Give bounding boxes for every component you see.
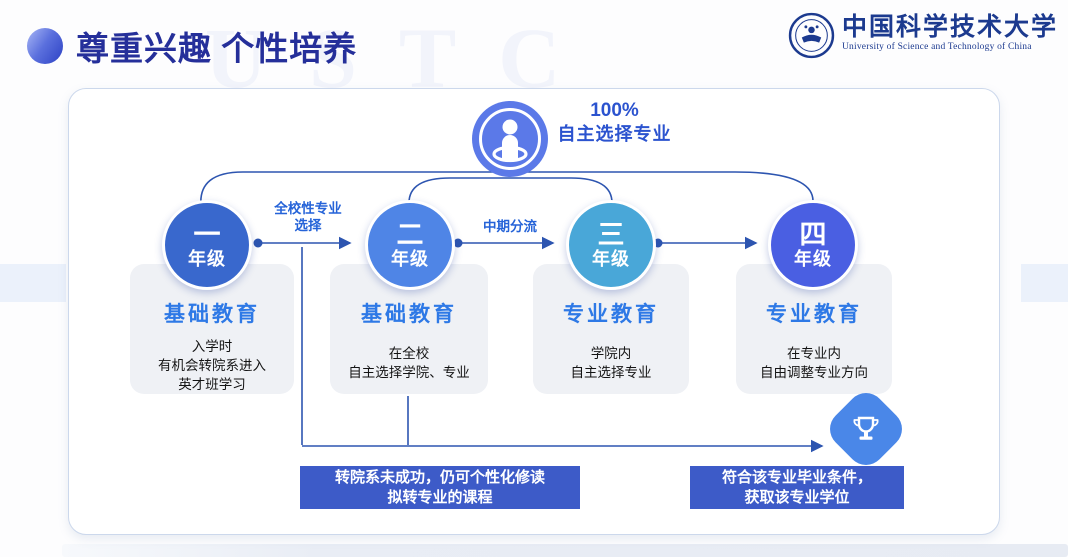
grade3-circle: 三 年级 bbox=[566, 200, 656, 290]
callout-right-line2: 获取该专业学位 bbox=[744, 488, 850, 506]
grade1-suffix: 年级 bbox=[188, 248, 226, 269]
choice-label: 自主选择专业 bbox=[557, 124, 672, 144]
callout-left-line1: 转院系未成功，仍可个性化修读 bbox=[334, 468, 545, 486]
page-title: 尊重兴趣 个性培养 bbox=[76, 32, 358, 68]
grade2-card-line: 在全校 bbox=[388, 346, 430, 361]
trophy-icon bbox=[853, 416, 879, 440]
grade3-number: 三 bbox=[597, 219, 625, 250]
grade1-card-line: 英才班学习 bbox=[178, 377, 246, 392]
grade3-card-title: 专业教育 bbox=[563, 303, 659, 326]
callout-left-line2: 拟转专业的课程 bbox=[387, 488, 493, 506]
grade1-card-line: 有机会转院系进入 bbox=[158, 358, 266, 373]
grade1-number: 一 bbox=[193, 219, 221, 250]
grade2-circle: 二 年级 bbox=[365, 200, 455, 290]
free-choice-caption: 100% 自主选择专业 bbox=[542, 99, 687, 146]
grade3-suffix: 年级 bbox=[592, 248, 630, 269]
right-accent-rail bbox=[1021, 264, 1068, 302]
grade3-card-line: 学院内 bbox=[590, 346, 632, 361]
arrow1-label: 全校性专业 选择 bbox=[256, 200, 360, 234]
callout-graduation: 符合该专业毕业条件， 获取该专业学位 bbox=[690, 466, 904, 509]
grade4-card-title: 专业教育 bbox=[766, 303, 862, 326]
grade4-number: 四 bbox=[799, 219, 827, 250]
arrow1-label-line1: 全校性专业 bbox=[274, 201, 342, 216]
logo-name-en: University of Science and Technology of … bbox=[842, 42, 1032, 52]
grade1-circle: 一 年级 bbox=[162, 200, 252, 290]
free-choice-person-icon bbox=[472, 101, 548, 177]
university-emblem-icon bbox=[788, 12, 835, 59]
grade3-card-line: 自主选择专业 bbox=[570, 365, 652, 380]
icon-inner-ring bbox=[479, 108, 541, 170]
person-icon bbox=[492, 119, 528, 163]
grade4-suffix: 年级 bbox=[794, 248, 832, 269]
grade4-card-line: 自由调整专业方向 bbox=[760, 365, 868, 380]
callout-right-line1: 符合该专业毕业条件， bbox=[721, 468, 872, 486]
grade2-number: 二 bbox=[396, 219, 424, 250]
grade1-card-title: 基础教育 bbox=[164, 303, 260, 326]
grade4-circle: 四 年级 bbox=[768, 200, 858, 290]
percent-label: 100% bbox=[590, 100, 639, 121]
callout-transfer-failed: 转院系未成功，仍可个性化修读 拟转专业的课程 bbox=[300, 466, 580, 509]
bottom-accent-strip bbox=[62, 544, 1068, 557]
grade4-card-line: 在专业内 bbox=[787, 346, 841, 361]
trophy-badge bbox=[822, 385, 910, 473]
logo-name-cn: 中国科学技术大学 bbox=[842, 14, 1059, 41]
arrow1-label-line2: 选择 bbox=[294, 218, 322, 233]
left-accent-rail bbox=[0, 264, 66, 302]
arrow2-label: 中期分流 bbox=[483, 219, 537, 234]
grade2-card-line: 自主选择学院、专业 bbox=[348, 365, 470, 380]
grade1-card-line: 入学时 bbox=[191, 339, 233, 354]
university-logo: 中国科学技术大学 University of Science and Techn… bbox=[788, 12, 1058, 59]
grade2-card-title: 基础教育 bbox=[361, 303, 457, 326]
grade2-suffix: 年级 bbox=[391, 248, 429, 269]
title-bullet-icon bbox=[27, 28, 63, 64]
